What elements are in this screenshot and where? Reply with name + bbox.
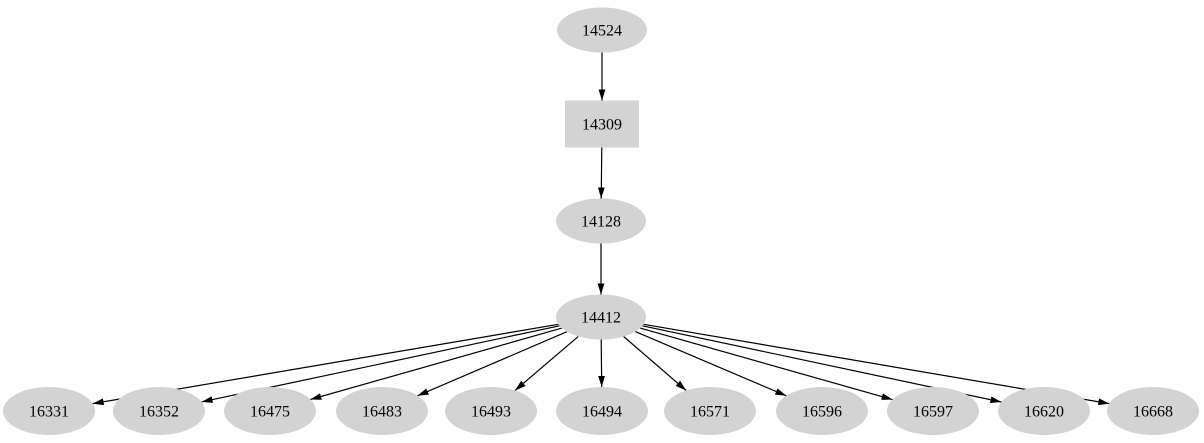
edge-14412-16596 — [635, 331, 787, 397]
node-label: 16475 — [250, 404, 290, 421]
node-16352: 16352 — [113, 387, 205, 435]
node-14524: 14524 — [557, 7, 647, 53]
node-16331: 16331 — [3, 387, 95, 435]
node-ellipse-shape — [664, 387, 756, 435]
node-16475: 16475 — [224, 387, 316, 435]
edge-14412-16493 — [514, 335, 579, 391]
node-label: 16596 — [802, 404, 842, 421]
edge-14412-16571 — [623, 336, 687, 391]
node-16596: 16596 — [776, 387, 868, 435]
node-label: 14412 — [581, 310, 621, 327]
node-label: 16597 — [913, 404, 953, 421]
node-16597: 16597 — [887, 387, 979, 435]
nodes-layer: 14524 14309 14128 14412 16331 16352 16475 16483… — [3, 7, 1199, 435]
node-ellipse-shape — [336, 387, 428, 435]
node-16494: 16494 — [556, 387, 648, 435]
node-box-shape — [565, 100, 639, 148]
node-ellipse-shape — [556, 198, 646, 244]
node-label: 16352 — [139, 404, 179, 421]
node-ellipse-shape — [998, 387, 1090, 435]
node-ellipse-shape — [3, 387, 95, 435]
node-16571: 16571 — [664, 387, 756, 435]
node-label: 16571 — [690, 404, 730, 421]
node-label: 16668 — [1133, 404, 1173, 421]
edge-14412-16597 — [640, 327, 893, 401]
node-14412: 14412 — [556, 294, 646, 340]
node-16620: 16620 — [998, 387, 1090, 435]
node-16483: 16483 — [336, 387, 428, 435]
node-ellipse-shape — [224, 387, 316, 435]
node-ellipse-shape — [776, 387, 868, 435]
edge-14412-16475 — [310, 327, 563, 401]
node-ellipse-shape — [556, 387, 648, 435]
node-label: 16483 — [362, 404, 402, 421]
node-ellipse-shape — [113, 387, 205, 435]
node-label: 16620 — [1024, 404, 1064, 421]
node-ellipse-shape — [445, 387, 537, 435]
node-16668: 16668 — [1107, 387, 1199, 435]
node-label: 14128 — [581, 214, 621, 231]
edge-14412-16483 — [417, 331, 568, 397]
node-14128: 14128 — [556, 198, 646, 244]
node-label: 16493 — [471, 404, 511, 421]
node-ellipse-shape — [556, 294, 646, 340]
node-label: 14309 — [582, 117, 622, 134]
edge-14309-14128 — [597, 147, 605, 199]
node-ellipse-shape — [557, 7, 647, 53]
node-ellipse-shape — [1107, 387, 1199, 435]
node-label: 16331 — [29, 404, 69, 421]
node-ellipse-shape — [887, 387, 979, 435]
node-label: 14524 — [582, 23, 622, 40]
node-16493: 16493 — [445, 387, 537, 435]
edge-14412-16494 — [598, 339, 605, 388]
node-label: 16494 — [582, 404, 622, 421]
node-14309: 14309 — [565, 100, 639, 148]
